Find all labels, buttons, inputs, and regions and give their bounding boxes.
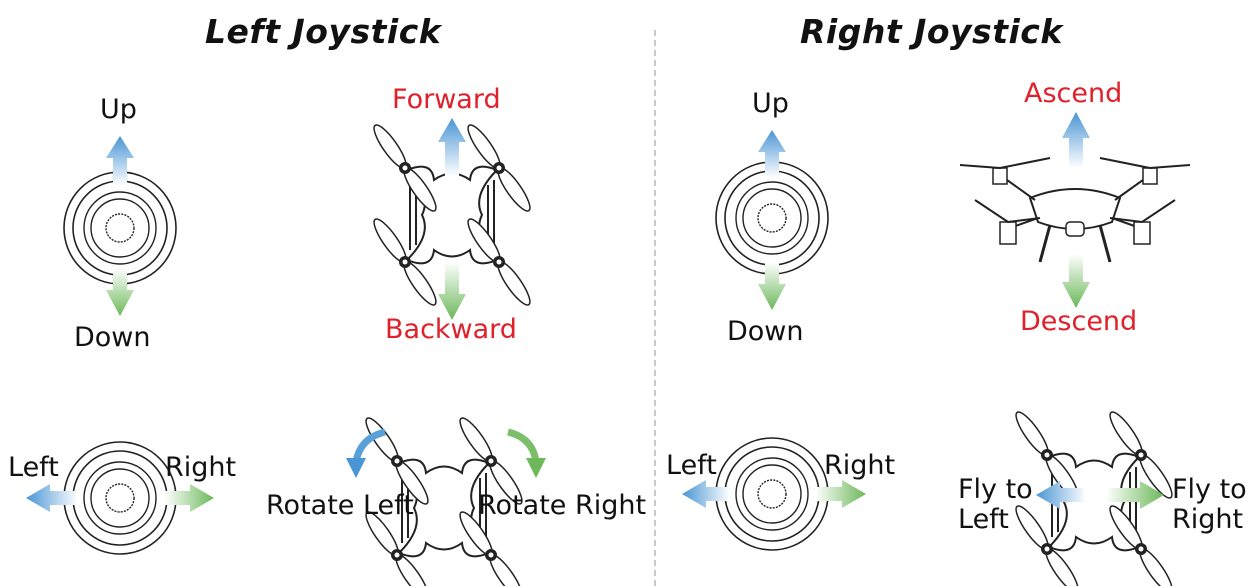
- ascend-arrow-icon: [1062, 112, 1090, 168]
- rotate-right-arrow-icon: [507, 428, 540, 463]
- label-down: Down: [74, 322, 151, 353]
- forward-arrow-icon: [438, 118, 466, 176]
- label-right: Right: [824, 450, 896, 481]
- label-fly-left-1: Fly to: [958, 474, 1033, 505]
- backward-arrow-icon: [438, 262, 466, 320]
- label-right: Right: [165, 452, 237, 483]
- left-arrow-icon: [682, 480, 730, 508]
- label-left: Left: [666, 450, 717, 481]
- label-fly-left-2: Left: [958, 504, 1009, 535]
- drone-rotate: [346, 414, 546, 586]
- right-stick-horizontal: [682, 437, 866, 551]
- up-arrow-icon: [758, 130, 786, 178]
- left-stick-vertical: [63, 136, 177, 316]
- label-rotate-right: Rotate Right: [478, 490, 647, 521]
- label-fly-right-2: Right: [1172, 504, 1244, 535]
- down-arrow-icon: [758, 262, 786, 310]
- label-backward: Backward: [385, 314, 517, 345]
- fly-right-arrow-icon: [1106, 481, 1164, 509]
- drone-ascend-descend: [959, 112, 1191, 308]
- left-joystick-title: Left Joystick: [205, 12, 442, 51]
- right-stick-vertical: [715, 130, 829, 310]
- drone-forward-backward: [369, 118, 534, 320]
- up-arrow-icon: [106, 136, 134, 186]
- down-arrow-icon: [106, 268, 134, 316]
- left-arrow-icon: [26, 484, 78, 512]
- label-ascend: Ascend: [1024, 78, 1123, 109]
- label-up: Up: [100, 94, 137, 125]
- label-forward: Forward: [392, 84, 501, 115]
- label-descend: Descend: [1020, 306, 1138, 337]
- right-arrow-icon: [815, 480, 866, 508]
- label-rotate-left: Rotate Left: [266, 490, 414, 521]
- right-joystick-title: Right Joystick: [800, 12, 1063, 51]
- descend-arrow-icon: [1062, 254, 1090, 308]
- panel-divider: [654, 30, 656, 586]
- label-down: Down: [727, 316, 804, 347]
- label-left: Left: [8, 452, 59, 483]
- label-up: Up: [752, 88, 789, 119]
- drone-lateral: [1011, 408, 1176, 586]
- fly-left-arrow-icon: [1036, 481, 1086, 509]
- left-stick-horizontal: [26, 441, 214, 555]
- right-arrow-icon: [165, 484, 214, 512]
- label-fly-right-1: Fly to: [1172, 474, 1247, 505]
